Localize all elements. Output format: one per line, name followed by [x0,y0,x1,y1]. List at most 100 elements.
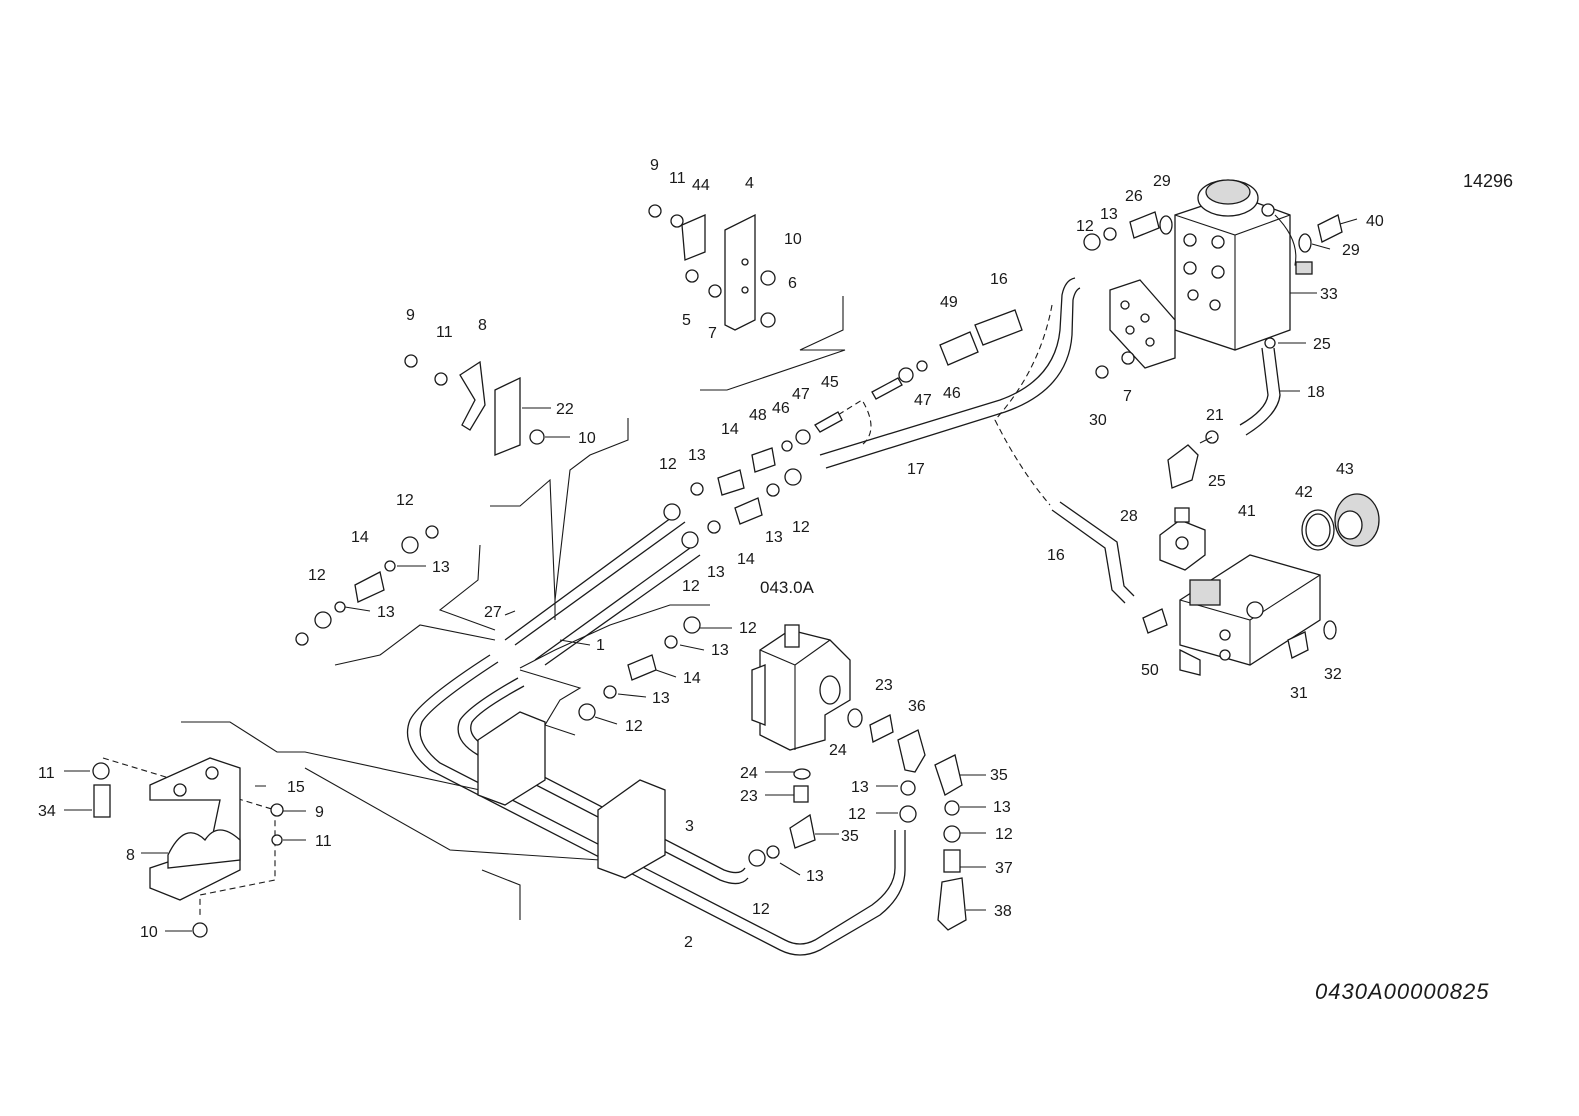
plate-22 [494,376,521,456]
callout: 4 [745,175,754,192]
callout: 14 [721,421,739,438]
callout: 8 [478,317,487,334]
bracket-8 [459,360,486,431]
callout: 26 [1125,188,1143,205]
callout: 23 [875,677,893,694]
callout: 7 [708,325,717,342]
callout: 24 [829,742,847,759]
gasket-plate [1109,279,1176,369]
callout: 13 [993,799,1011,816]
tank-33 [1174,179,1313,351]
callout: 15 [287,779,305,796]
callout: 6 [788,275,797,292]
callout: 25 [1208,473,1226,490]
callout: 43 [1336,461,1354,478]
callout: 23 [740,788,758,805]
callout: 32 [1324,666,1342,683]
flange-28 [1159,507,1206,571]
callout: 16 [990,271,1008,288]
callout: 27 [484,604,502,621]
bracket-15 [149,757,241,901]
callout: 14 [683,670,701,687]
pump-41 [1179,554,1321,676]
callout: 12 [752,901,770,918]
callout: 11 [669,170,686,187]
leader-lines [181,296,846,920]
callout: 3 [685,818,694,835]
callout: 11 [38,765,55,782]
callout: 9 [650,157,659,174]
document-code: 0430A00000825 [1315,979,1490,1004]
callout: 35 [841,828,859,845]
callout: 12 [308,567,326,584]
callout: 21 [1206,407,1224,424]
callout: 10 [578,430,596,447]
callout: 45 [821,374,839,391]
callout: 13 [851,779,869,796]
callout: 10 [784,231,802,248]
fittings [92,204,1343,938]
callout: 12 [396,492,414,509]
callout: 44 [692,177,710,194]
assembly-ref: 043.0A [760,578,815,597]
callout: 29 [1153,173,1171,190]
callout: 10 [140,924,158,941]
callout: 47 [792,386,810,403]
callout: 35 [990,767,1008,784]
callout: 8 [126,847,135,864]
callout: 2 [684,934,693,951]
callout: 12 [682,578,700,595]
callout: 41 [1238,503,1256,520]
seal-ring-42 [1301,509,1335,551]
callout: 9 [406,307,415,324]
callout: 33 [1320,286,1338,303]
callout: 5 [682,312,691,329]
callout: 11 [436,324,453,341]
callout: 40 [1366,213,1384,230]
sheet-number: 14296 [1463,171,1513,191]
callout: 47 [914,392,932,409]
callout: 13 [688,447,706,464]
callout: 22 [556,401,574,418]
callout: 46 [943,385,961,402]
callout: 9 [315,804,324,821]
callout: 13 [765,529,783,546]
callout: 12 [739,620,757,637]
callout: 25 [1313,336,1331,353]
callout: 29 [1342,242,1360,259]
callout-labels: 9 11 44 4 10 6 5 7 9 11 8 22 10 49 16 12… [38,157,1384,951]
callout: 7 [1123,388,1132,405]
callout: 17 [907,461,925,478]
callout: 12 [848,806,866,823]
callout: 48 [749,407,767,424]
callout: 12 [659,456,677,473]
callout: 12 [1076,218,1094,235]
callout: 12 [625,718,643,735]
callout: 13 [707,564,725,581]
bracket-4 [681,213,756,331]
callout: 49 [940,294,958,311]
callout: 13 [377,604,395,621]
callout: 12 [995,826,1013,843]
pipe-clamps [477,711,666,879]
callout: 18 [1307,384,1325,401]
callout: 16 [1047,547,1065,564]
callout: 34 [38,803,56,820]
callout: 13 [1100,206,1118,223]
callout: 37 [995,860,1013,877]
seal-43 [1334,493,1380,547]
callout: 12 [792,519,810,536]
callout: 46 [772,400,790,417]
callout: 38 [994,903,1012,920]
callout: 31 [1290,685,1308,702]
callout: 13 [711,642,729,659]
callout: 24 [740,765,758,782]
callout: 36 [908,698,926,715]
callout: 30 [1089,412,1107,429]
callout: 13 [432,559,450,576]
callout: 42 [1295,484,1313,501]
valve-block [751,624,851,751]
callout: 14 [351,529,369,546]
callout: 1 [596,637,605,654]
